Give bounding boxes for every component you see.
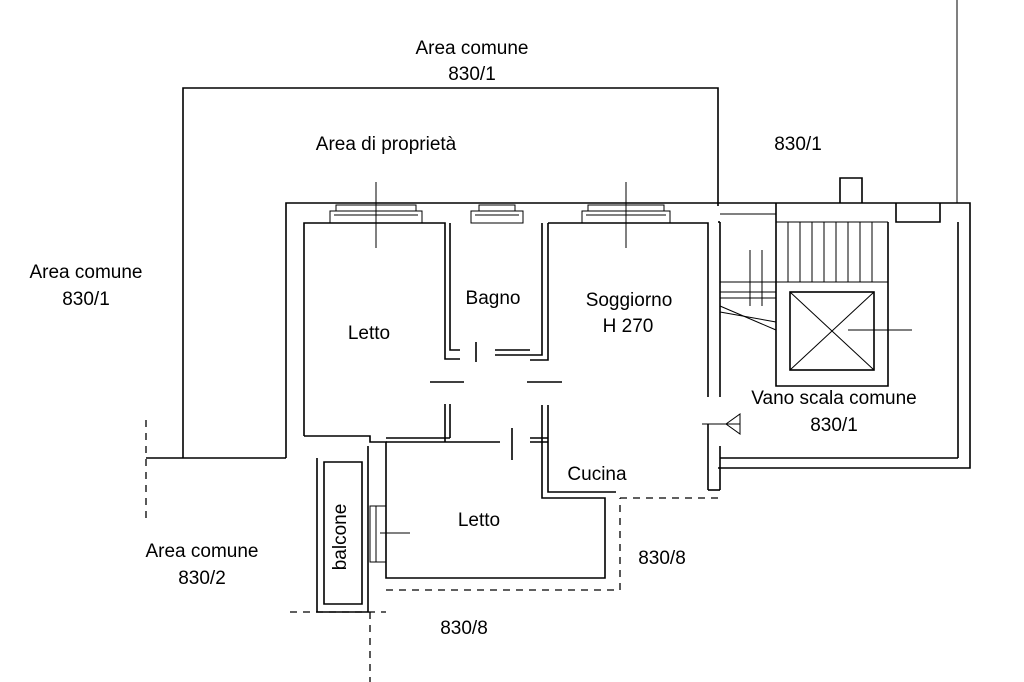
property-boundaries [145,420,718,682]
room-label-letto-lower: Letto [458,510,500,531]
area-comune-bottom-code: 830/2 [178,568,226,589]
stairwell [719,203,941,387]
code-830-1-right-label: 830/1 [774,134,822,155]
room-label-letto-upper: Letto [348,323,390,344]
building-outline [146,202,971,613]
room-label-cucina: Cucina [567,464,627,485]
room-label-bagno: Bagno [466,288,521,309]
code-830-8-bottom-label: 830/8 [440,618,488,639]
area-comune-top-code: 830/1 [448,64,496,85]
windows [329,204,671,563]
area-proprieta-label: Area di proprietà [316,134,457,155]
leader-lines [375,182,912,534]
room-label-soggiorno: Soggiorno [586,290,673,311]
code-830-8-right-label: 830/8 [638,548,686,569]
area-comune-left-label: Area comune [29,262,142,283]
area-comune-bottom-label: Area comune [145,541,258,562]
room-height-label: H 270 [603,316,654,337]
area-comune-left-code: 830/1 [62,289,110,310]
vano-scala-code: 830/1 [810,415,858,436]
vano-scala-label: Vano scala comune [751,388,916,409]
chimney [839,177,863,203]
common-area-boundary [182,87,719,458]
area-comune-top-label: Area comune [415,38,528,59]
room-label-balcone: balcone [330,504,351,571]
